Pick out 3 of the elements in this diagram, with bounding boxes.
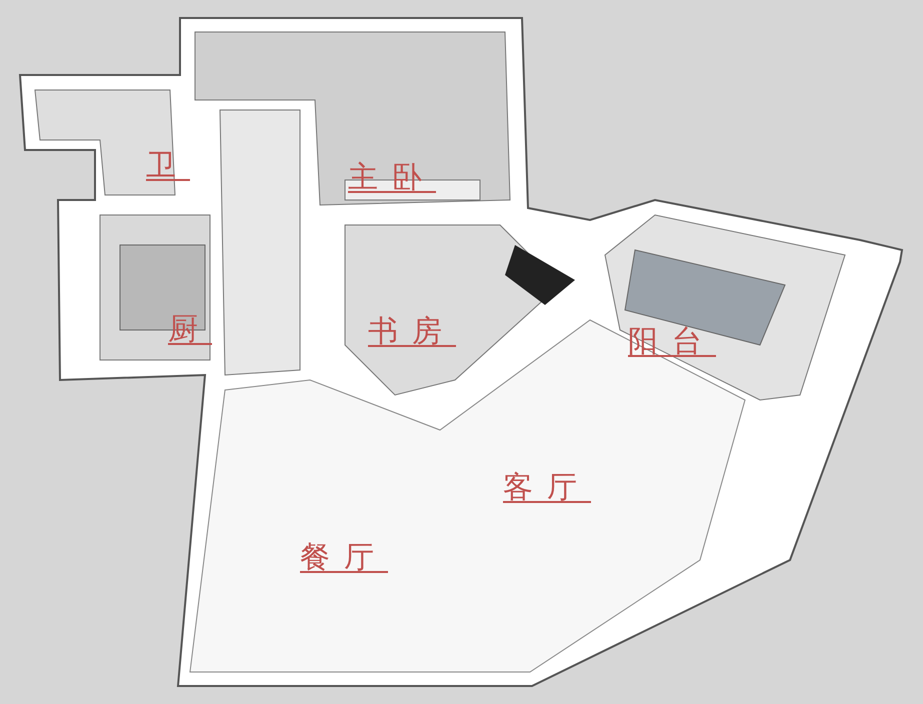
room-label: 客厅	[503, 470, 591, 506]
room-label: 餐厅	[300, 540, 388, 576]
room-label: 书房	[368, 314, 456, 350]
